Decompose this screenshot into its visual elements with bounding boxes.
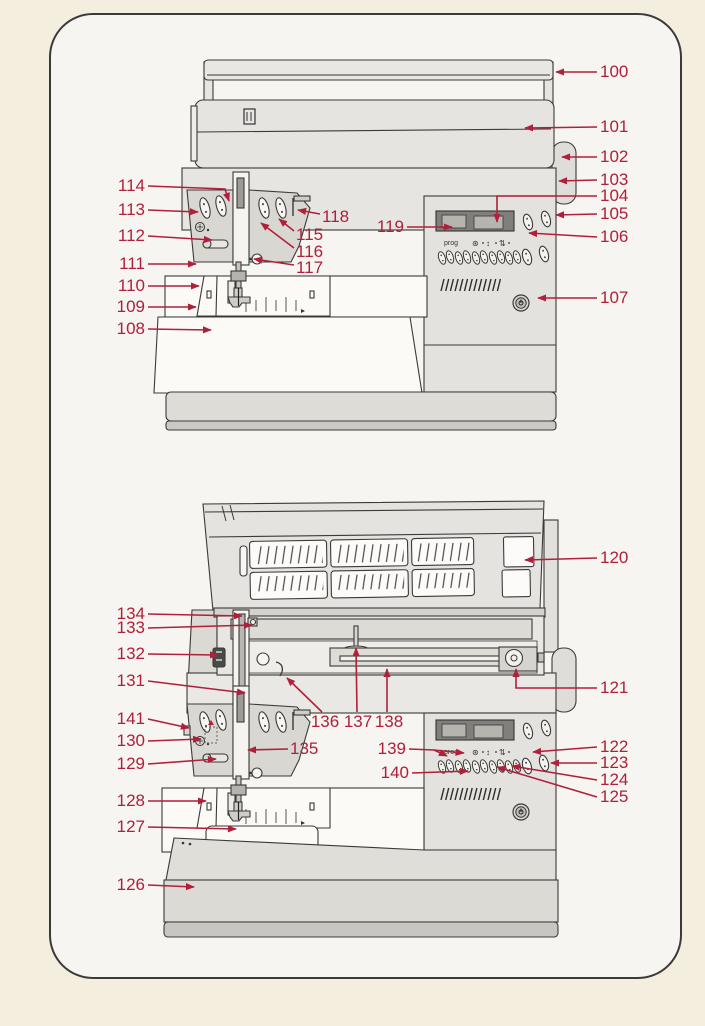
- callout-line-126: [147, 883, 195, 891]
- callout-line-120: [524, 556, 598, 564]
- callout-line-132: [147, 651, 219, 659]
- callout-line-135: [247, 746, 289, 754]
- callout-label-116: 116: [296, 242, 324, 261]
- callout-label-100: 100: [600, 62, 629, 81]
- callout-line-134: [147, 612, 243, 620]
- callout-label-126: 126: [116, 875, 145, 894]
- stitch-chart: [248, 535, 535, 600]
- callout-label-115: 115: [296, 225, 324, 244]
- callout-label-118: 118: [322, 207, 350, 226]
- callout-label-139: 139: [377, 739, 406, 758]
- callout-line-116: [260, 222, 295, 249]
- callout-label-117: 117: [296, 258, 324, 277]
- needle-position-indicator: [204, 720, 218, 744]
- callout-label-135: 135: [290, 739, 319, 758]
- callout-label-128: 128: [116, 791, 145, 810]
- callout-label-127: 127: [116, 817, 145, 836]
- callout-label-104: 104: [600, 186, 629, 205]
- callout-line-113: [147, 208, 199, 216]
- callout-label-102: 102: [600, 147, 629, 166]
- callout-label-113: 113: [117, 200, 145, 219]
- callout-label-125: 125: [600, 787, 629, 806]
- callout-label-138: 138: [374, 712, 404, 731]
- callout-line-115: [278, 218, 295, 232]
- callout-line-108: [147, 326, 212, 334]
- callout-label-121: 121: [600, 678, 629, 697]
- callout-label-103: 103: [600, 170, 629, 189]
- callout-line-112: [147, 235, 213, 244]
- callout-line-125: [496, 765, 598, 798]
- callout-line-101: [524, 124, 598, 132]
- callout-line-121: [512, 668, 597, 689]
- callout-line-131: [147, 680, 246, 696]
- callout-label-123: 123: [600, 753, 629, 772]
- callout-label-136: 136: [310, 712, 340, 731]
- callout-label-101: 101: [600, 117, 629, 136]
- callout-label-122: 122: [600, 737, 629, 756]
- callout-label-106: 106: [600, 227, 629, 246]
- callout-label-133: 133: [116, 618, 145, 637]
- callout-line-118: [297, 207, 321, 215]
- callout-line-103: [558, 177, 598, 185]
- machine-base: [165, 391, 557, 431]
- callout-label-137: 137: [343, 712, 373, 731]
- callout-line-137: [352, 647, 360, 713]
- callout-line-136: [286, 677, 323, 713]
- callout-line-104: [493, 195, 597, 223]
- callout-label-129: 129: [116, 754, 145, 773]
- callout-line-105: [555, 211, 598, 219]
- blank-card-2: [501, 569, 532, 598]
- thread-guide: [256, 652, 284, 677]
- callout-label-105: 105: [600, 204, 629, 223]
- callout-label-110: 110: [117, 276, 145, 295]
- callout-label-140: 140: [380, 763, 409, 782]
- callout-line-133: [147, 621, 253, 629]
- callout-line-106: [528, 229, 598, 238]
- callout-label-131: 131: [116, 671, 145, 690]
- lid-support: [543, 519, 559, 653]
- callout-line-122: [532, 746, 598, 755]
- machine-open-view: [161, 500, 577, 938]
- callout-line-140: [411, 767, 469, 775]
- callout-label-124: 124: [600, 770, 629, 789]
- callout-label-119: 119: [376, 217, 404, 236]
- callout-label-109: 109: [116, 297, 145, 316]
- callout-line-141: [147, 718, 190, 730]
- callout-line-117: [253, 256, 295, 266]
- callout-line-124: [511, 763, 598, 781]
- callout-line-130: [147, 735, 202, 743]
- callout-label-132: 132: [116, 644, 145, 663]
- lid-slot: [239, 545, 248, 577]
- callout-line-127: [147, 825, 237, 833]
- callout-label-107: 107: [600, 288, 629, 307]
- clip-icon: [243, 108, 256, 125]
- callout-label-120: 120: [600, 548, 629, 567]
- callout-label-111: 111: [119, 254, 145, 273]
- callout-line-129: [147, 756, 217, 765]
- callout-label-108: 108: [116, 319, 145, 338]
- stitch-chart-lid: [202, 500, 545, 612]
- callout-label-141: 141: [116, 709, 145, 728]
- callout-label-112: 112: [117, 226, 145, 245]
- callout-line-139-b: [433, 748, 465, 756]
- machine-base-bottom: [163, 837, 559, 938]
- bobbin-winder: [498, 646, 545, 672]
- callout-label-134: 134: [116, 604, 145, 623]
- callout-label-130: 130: [116, 731, 145, 750]
- callout-label-114: 114: [117, 176, 145, 195]
- callout-line-114: [147, 185, 230, 202]
